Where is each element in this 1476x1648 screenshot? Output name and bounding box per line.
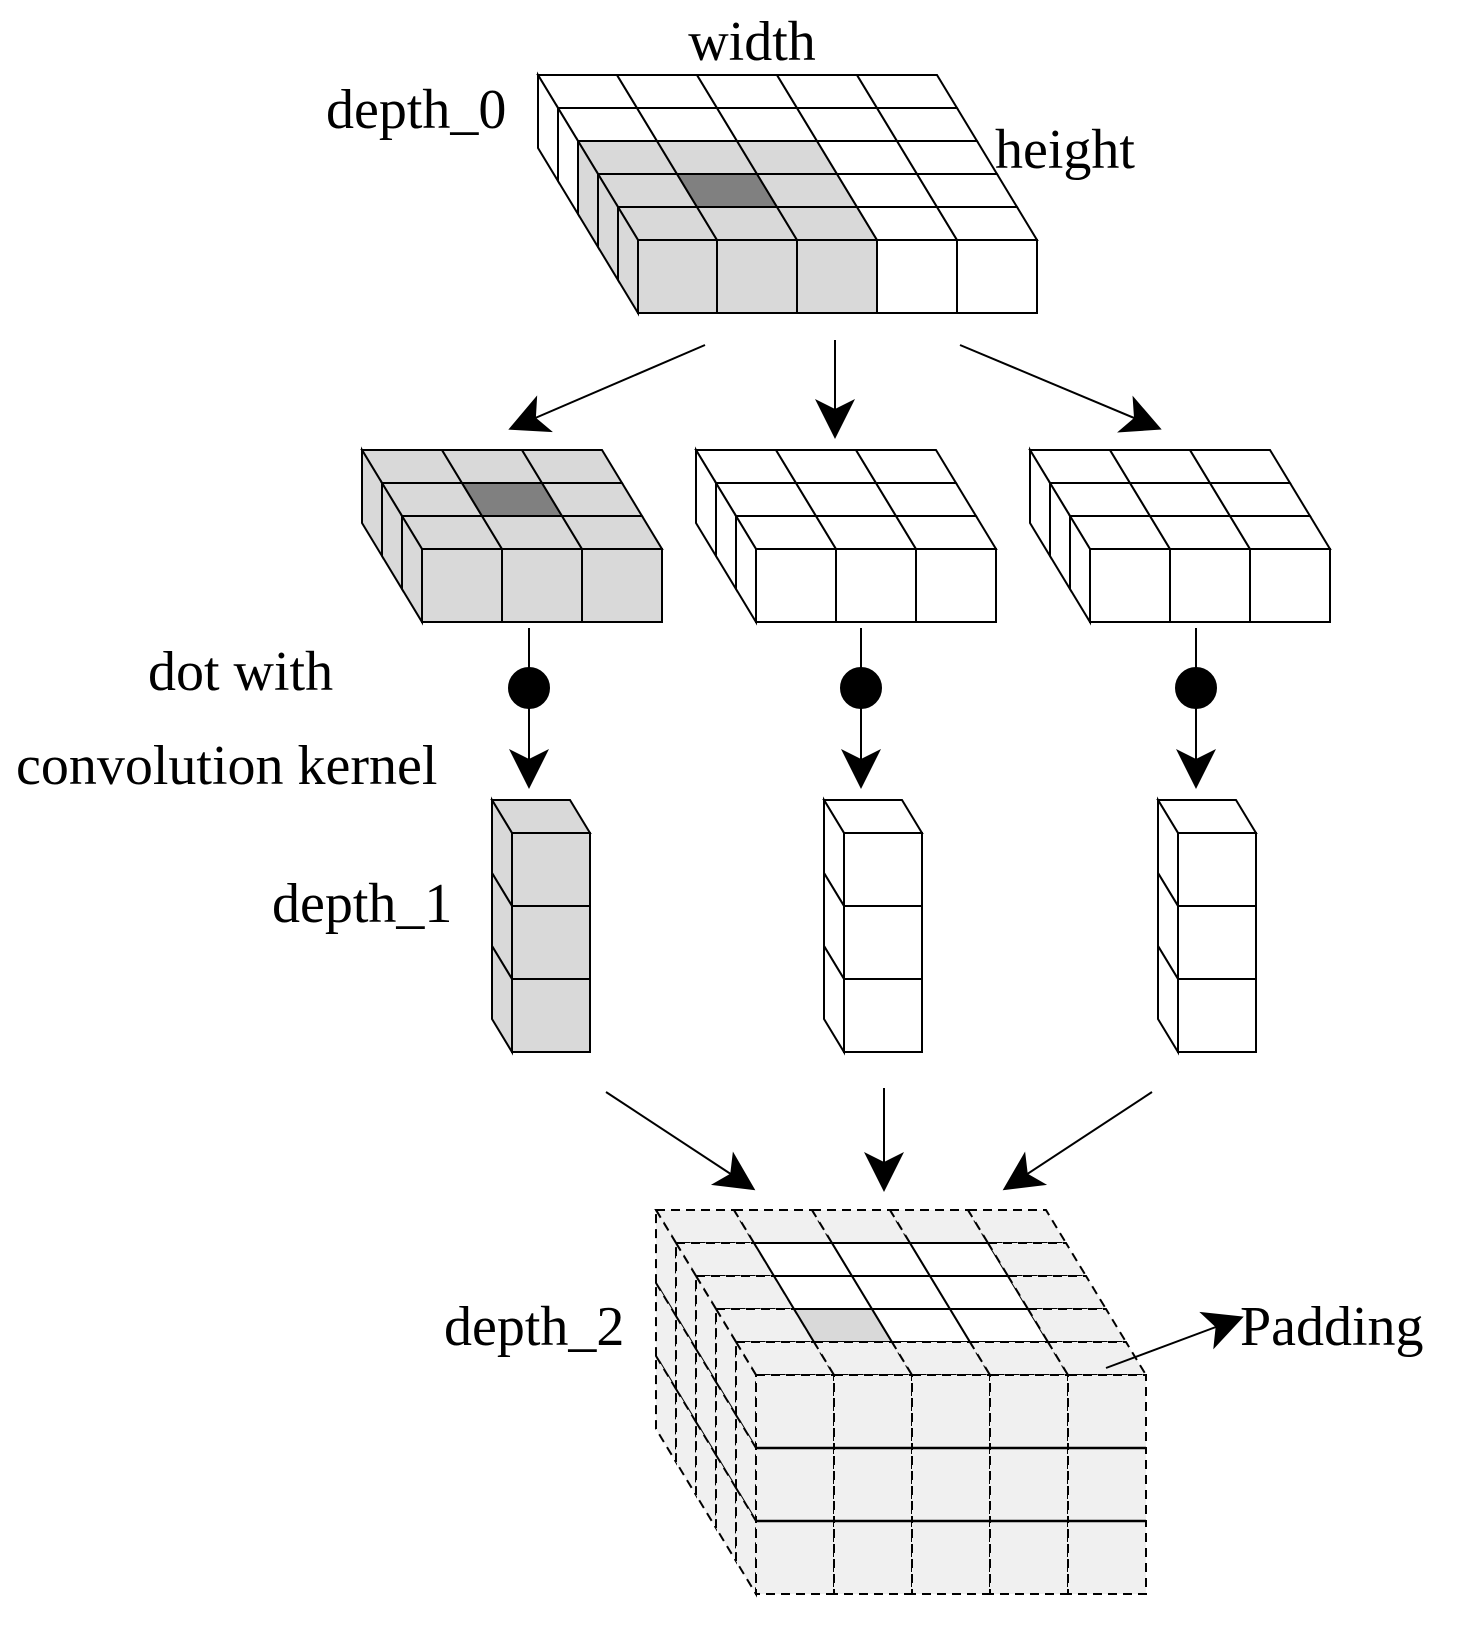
padding-front-cell (755, 1374, 835, 1449)
padding-front-cell (989, 1374, 1069, 1449)
column-front-cell (511, 978, 591, 1053)
arrow-from-column-1 (605, 1091, 756, 1191)
padding-front-cell (833, 1520, 913, 1595)
padding-front-cell (755, 1447, 835, 1522)
column-front-cell (843, 905, 923, 980)
height-label: height (995, 119, 1135, 181)
column-front-cell (1177, 905, 1257, 980)
arrow-to-kernel-3 (959, 344, 1162, 433)
padding-cell (968, 1341, 1070, 1376)
padding-front-cell (1067, 1374, 1147, 1449)
padding-front-cell (989, 1447, 1069, 1522)
padding-cell (888, 1209, 990, 1244)
depth-column-1 (490, 796, 592, 1056)
padding-arrow (1105, 1311, 1244, 1369)
convolution-kernel-label: convolution kernel (16, 735, 437, 797)
column-front-cell (843, 832, 923, 907)
depth-column-3 (1156, 796, 1258, 1056)
depth-1-label: depth_1 (272, 873, 452, 935)
depth-columns (490, 796, 1258, 1056)
padding-cell (890, 1341, 992, 1376)
dot-operator-3 (1175, 628, 1217, 789)
padding-cell (986, 1242, 1088, 1277)
padding-cell (966, 1209, 1068, 1244)
padding-front-cell (911, 1374, 991, 1449)
kernel-front-cell (755, 548, 837, 623)
width-label: width (688, 11, 816, 73)
padding-front-cell (833, 1447, 913, 1522)
padding-front-cell (1067, 1520, 1147, 1595)
padding-cell (714, 1308, 816, 1343)
padding-cell (674, 1242, 776, 1277)
padding-cell (1046, 1341, 1148, 1376)
depth-0-label: depth_0 (326, 79, 506, 141)
kernel-front-cell (915, 548, 997, 623)
padding-front-cell (833, 1374, 913, 1449)
dot-icon (508, 667, 550, 709)
kernel-front-cell (581, 548, 663, 623)
padding-front-cell (989, 1520, 1069, 1595)
dot-icon (1175, 667, 1217, 709)
dot-operator-1 (508, 628, 550, 789)
padding-front-cell (1067, 1447, 1147, 1522)
output-volume (654, 1206, 1148, 1598)
padding-cell (1006, 1275, 1108, 1310)
output-front-face (755, 1374, 1147, 1595)
column-front-cell (511, 832, 591, 907)
input-top-face (536, 74, 1039, 241)
padding-cell (1026, 1308, 1128, 1343)
arrow-to-kernel-1 (508, 344, 706, 433)
padding-front-cell (911, 1447, 991, 1522)
depth-2-label: depth_2 (444, 1296, 624, 1358)
kernel-patches (360, 446, 1332, 626)
column-front-cell (843, 978, 923, 1053)
dot-operators (508, 628, 1217, 789)
kernel-front-cell (1169, 548, 1251, 623)
padding-front-cell (755, 1520, 835, 1595)
kernel-patch-2 (694, 446, 998, 626)
kernel-front-cell (1249, 548, 1331, 623)
dot-icon (840, 667, 882, 709)
column-front-cell (1177, 832, 1257, 907)
output-top-face (654, 1209, 1148, 1376)
depth-column-2 (822, 796, 924, 1056)
column-front-cell (511, 905, 591, 980)
merge-arrows (605, 1088, 1153, 1192)
input-front-face (637, 239, 1038, 314)
output-left-face (655, 1206, 757, 1598)
padding-cell (732, 1209, 834, 1244)
padding-front-cell (911, 1520, 991, 1595)
padding-cell (812, 1341, 914, 1376)
kernel-patch-1 (360, 446, 664, 626)
input-left-face (537, 71, 639, 317)
padding-cell (734, 1341, 836, 1376)
arrow-from-column-3 (1002, 1091, 1153, 1191)
kernel-front-cell (835, 548, 917, 623)
kernel-front-cell (421, 548, 503, 623)
column-front-cell (1177, 978, 1257, 1053)
kernel-front-cell (1089, 548, 1171, 623)
dot-operator-2 (840, 628, 882, 789)
padding-cell (654, 1209, 756, 1244)
padding-cell (810, 1209, 912, 1244)
kernel-front-cell (501, 548, 583, 623)
input-volume (536, 71, 1039, 317)
dot-with-label: dot with (148, 641, 333, 703)
padding-cell (694, 1275, 796, 1310)
padding-label: Padding (1240, 1296, 1424, 1358)
kernel-patch-3 (1028, 446, 1332, 626)
split-arrows (508, 340, 1162, 439)
